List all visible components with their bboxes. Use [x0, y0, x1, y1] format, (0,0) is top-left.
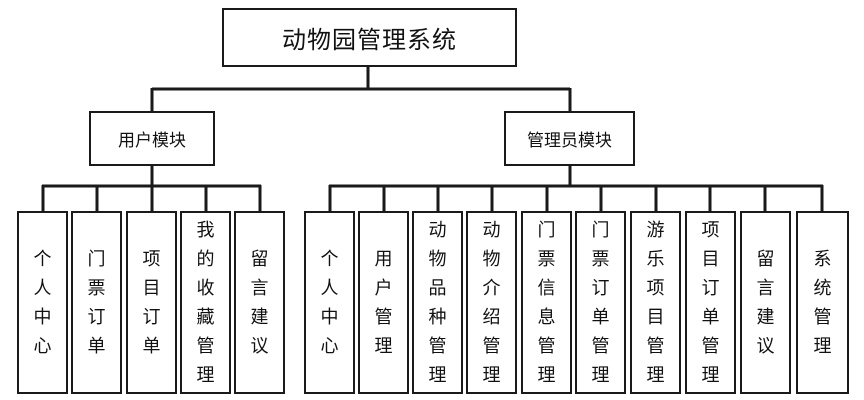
admin-module-node: 管理员模块 — [504, 111, 635, 166]
leaf-label: 游乐项目管理 — [646, 219, 665, 386]
leaf-label: 动物介绍管理 — [482, 219, 501, 386]
admin-leaf-user-management: 用户管理 — [358, 211, 409, 394]
user-leaf-project-orders: 项目订单 — [126, 211, 177, 394]
leaf-label: 留言建议 — [756, 248, 775, 357]
leaf-label: 项目订单 — [142, 248, 161, 357]
leaf-label: 门票信息管理 — [537, 219, 556, 386]
admin-leaf-project-orders: 项目订单管理 — [685, 211, 736, 394]
leaf-label: 门票订单 — [87, 248, 106, 357]
user-module-title: 用户模块 — [118, 131, 186, 151]
root-node: 动物园管理系统 — [222, 8, 517, 67]
leaf-label: 我的收藏管理 — [196, 219, 215, 386]
admin-leaf-ticket-orders: 门票订单管理 — [575, 211, 626, 394]
user-leaf-personal-center: 个人中心 — [17, 211, 68, 394]
user-leaf-ticket-orders: 门票订单 — [71, 211, 122, 394]
leaf-label: 动物品种管理 — [428, 219, 447, 386]
admin-module-title: 管理员模块 — [527, 131, 612, 151]
user-leaf-favorites: 我的收藏管理 — [180, 211, 231, 394]
user-module-node: 用户模块 — [89, 111, 215, 166]
admin-leaf-system-management: 系统管理 — [796, 211, 849, 394]
admin-leaf-feedback: 留言建议 — [740, 211, 791, 394]
leaf-label: 用户管理 — [374, 248, 393, 357]
user-leaf-feedback: 留言建议 — [234, 211, 285, 394]
admin-leaf-animal-species: 动物品种管理 — [412, 211, 463, 394]
admin-leaf-personal-center: 个人中心 — [304, 211, 355, 394]
leaf-label: 项目订单管理 — [701, 219, 720, 386]
leaf-label: 个人中心 — [320, 248, 339, 357]
admin-leaf-animal-intro: 动物介绍管理 — [466, 211, 517, 394]
leaf-label: 系统管理 — [813, 248, 832, 357]
leaf-label: 门票订单管理 — [591, 219, 610, 386]
admin-leaf-amusement-projects: 游乐项目管理 — [630, 211, 681, 394]
leaf-label: 留言建议 — [250, 248, 269, 357]
admin-leaf-ticket-info: 门票信息管理 — [521, 211, 572, 394]
root-title: 动物园管理系统 — [282, 26, 457, 54]
leaf-label: 个人中心 — [33, 248, 52, 357]
